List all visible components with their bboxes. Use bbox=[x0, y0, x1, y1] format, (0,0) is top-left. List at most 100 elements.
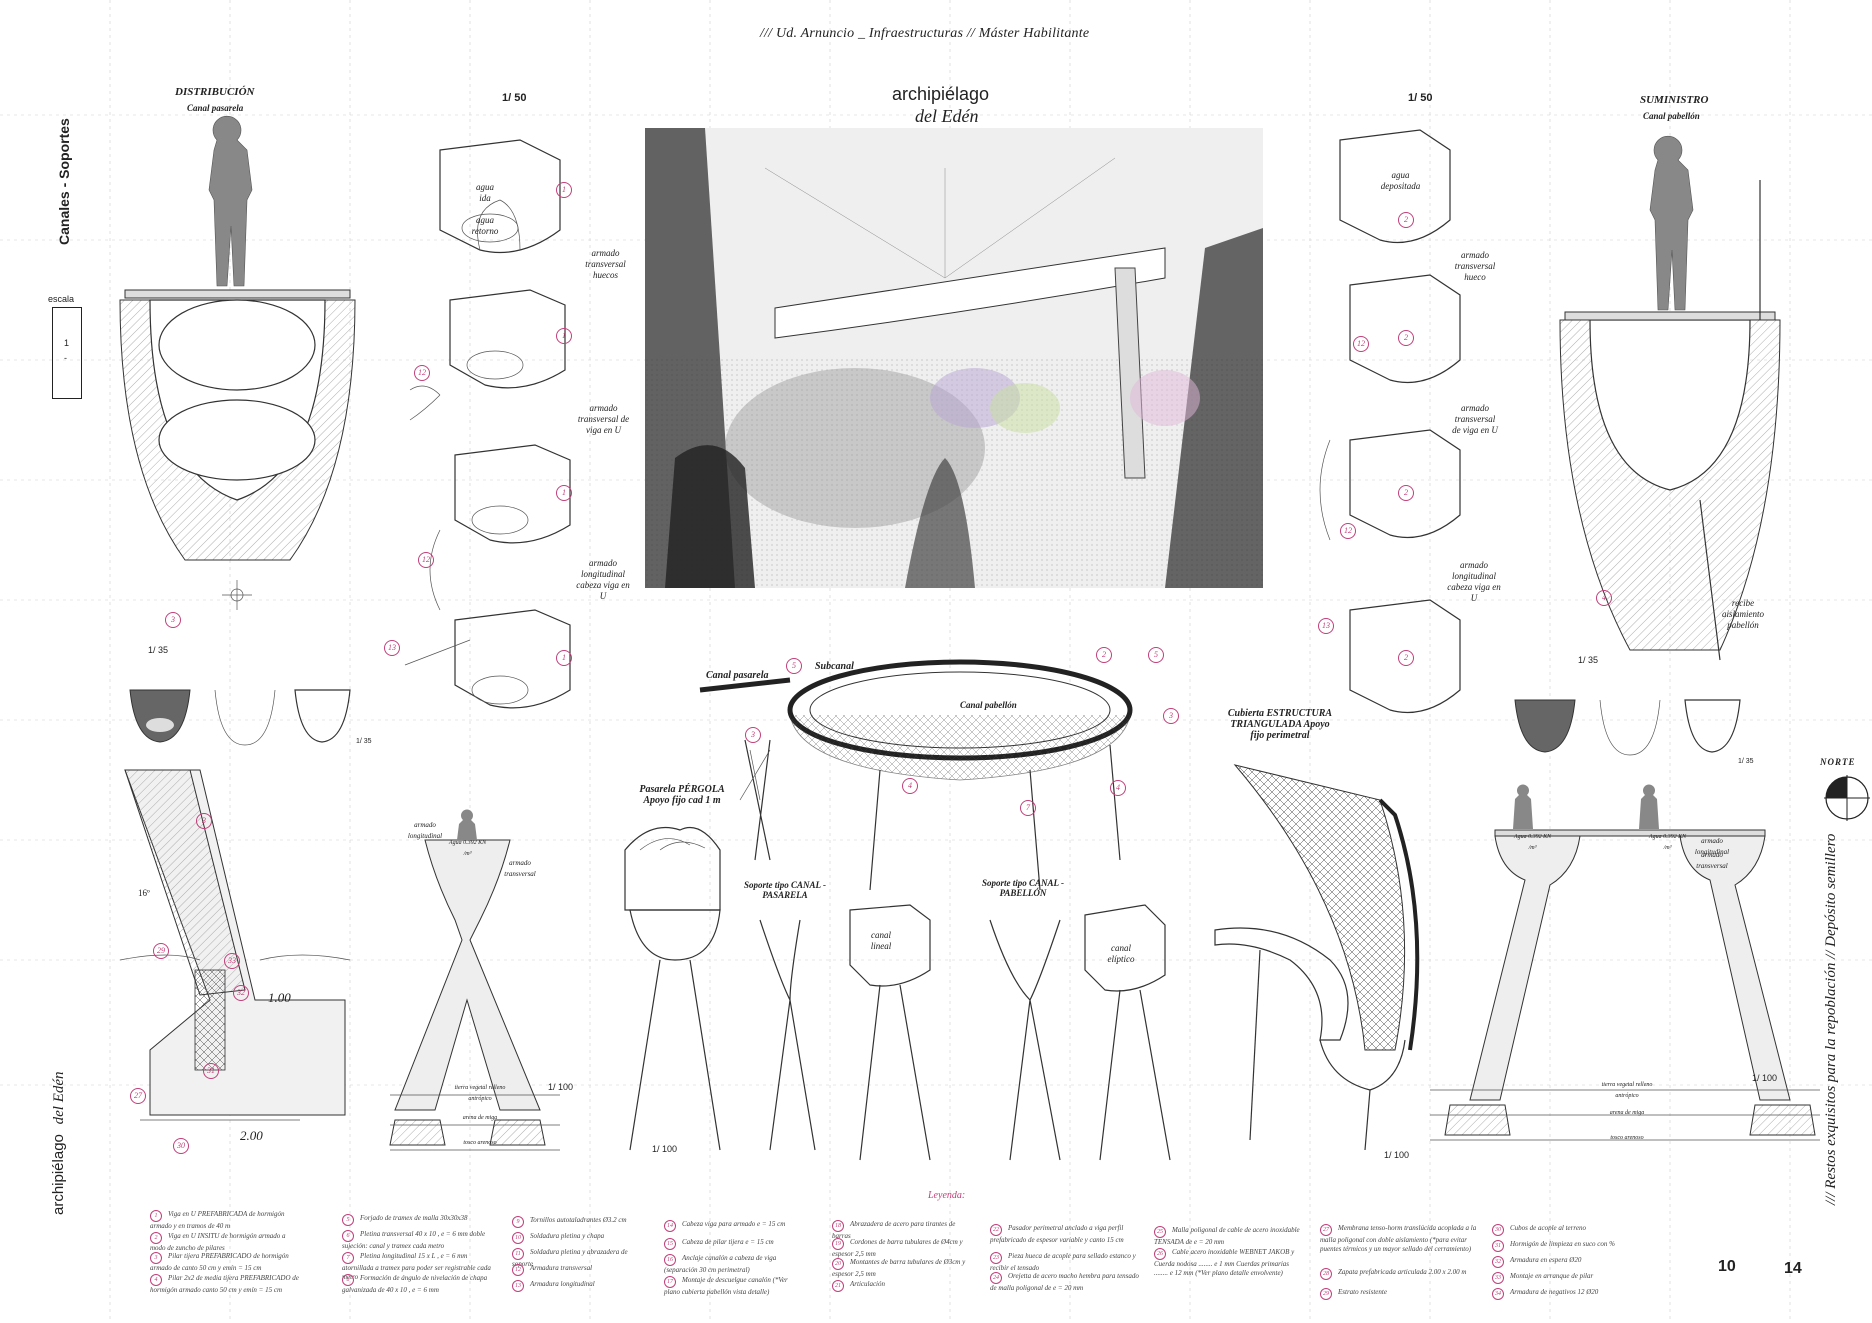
soporte-pabellon-title: Soporte tipo CANAL - PABELLÓN bbox=[982, 878, 1064, 898]
ref-marker: 29 bbox=[153, 943, 169, 959]
scale-label: escala bbox=[48, 294, 75, 304]
render-image bbox=[645, 128, 1263, 588]
ref-marker: 2 bbox=[1398, 330, 1414, 346]
ref-marker: 1 bbox=[556, 485, 572, 501]
detail-1-scale: 1/ 100 bbox=[548, 1082, 574, 1092]
pasarela-pergola-drawing bbox=[624, 826, 721, 1151]
vertical-brand: archipiélago del Edén bbox=[50, 1071, 68, 1215]
suministro-small-sections bbox=[1514, 699, 1741, 756]
ref-marker: 2 bbox=[1096, 647, 1112, 663]
detail-1-label-trans: armado transversal bbox=[504, 859, 536, 878]
detail-2-label-trans: armado transversal bbox=[1696, 851, 1728, 870]
canal-pabellon-drawing bbox=[699, 659, 1133, 891]
sheet-header: /// Ud. Arnuncio _ Infraestructuras // M… bbox=[760, 26, 1090, 41]
ref-marker: 5 bbox=[1148, 647, 1164, 663]
suministro-title: SUMINISTRO bbox=[1640, 94, 1709, 106]
ref-marker: 30 bbox=[173, 1138, 189, 1154]
armado-transversal-hueco-label: armado transversal hueco bbox=[1454, 250, 1496, 282]
ref-marker: 32 bbox=[233, 985, 249, 1001]
ref-marker: 3 bbox=[196, 813, 212, 829]
canal-pabellon-label: Canal pabellón bbox=[960, 700, 1017, 710]
legend-title: Leyenda: bbox=[928, 1190, 966, 1201]
ref-marker: 13 bbox=[1318, 618, 1334, 634]
subcanal-label: Subcanal bbox=[815, 661, 854, 672]
detail-2-label-long: armado longitudinal bbox=[1694, 837, 1730, 856]
foundation-dim-2: 2.00 bbox=[240, 1128, 263, 1143]
north-symbol bbox=[1824, 775, 1870, 821]
ref-marker: 33 bbox=[224, 953, 240, 969]
canal-eliptico-label: canal elíptico bbox=[1107, 943, 1135, 964]
detail-1-water: Agua 0.392 KN /m³ bbox=[448, 840, 487, 857]
page-number-right: 14 bbox=[1784, 1260, 1802, 1277]
center-scale-right: 1/ 100 bbox=[1384, 1150, 1410, 1160]
armado-transversal-viga-right-label: armado transversal de viga en U bbox=[1452, 403, 1498, 435]
detail-2-layer-1: tierra vegetal relleno antrópico bbox=[1601, 1082, 1653, 1099]
distribucion-small-sections bbox=[129, 689, 351, 746]
canal-lineal-label: canal lineal bbox=[870, 930, 892, 951]
armado-transversal-huecos-label: armado transversal huecos bbox=[585, 248, 626, 280]
left-column-scale: 1/ 50 bbox=[502, 92, 527, 104]
agua-depositada-label: agua depositada bbox=[1380, 170, 1421, 191]
project-subtitle: del Edén bbox=[915, 106, 979, 126]
agua-retorno-label: agua retorno bbox=[471, 215, 499, 236]
vertical-brand-title: archipiélago bbox=[50, 1134, 67, 1215]
detail-1-layer-3: tosco arenoso bbox=[463, 1140, 497, 1146]
ref-marker: 12 bbox=[414, 365, 430, 381]
scale-value: 1 bbox=[64, 338, 70, 348]
distribucion-title: DISTRIBUCIÓN bbox=[175, 86, 255, 98]
pilar-tijera-detail-drawing bbox=[389, 809, 560, 1151]
armado-longitudinal-cabeza-label: armado longitudinal cabeza viga en U bbox=[576, 558, 630, 601]
detail-2-layer-3: tosco arenoso bbox=[1610, 1135, 1644, 1141]
ref-marker: 13 bbox=[384, 640, 400, 656]
ref-marker: 12 bbox=[1340, 523, 1356, 539]
foundation-detail-drawing bbox=[119, 769, 351, 1121]
ref-marker: 1 bbox=[556, 182, 572, 198]
ref-marker: 1 bbox=[556, 328, 572, 344]
distribucion-subtitle: Canal pasarela bbox=[187, 103, 244, 113]
ref-marker: 2 bbox=[1398, 212, 1414, 228]
suministro-scale: 1/ 35 bbox=[1578, 655, 1599, 665]
ref-marker: 31 bbox=[203, 1063, 219, 1079]
ref-marker: 4 bbox=[1110, 780, 1126, 796]
detail-1-label-long: armado longitudinal bbox=[407, 821, 443, 840]
ref-marker: 12 bbox=[418, 552, 434, 568]
render-illustration bbox=[645, 128, 1263, 588]
armado-longitudinal-cabeza-right-label: armado longitudinal cabeza viga en U bbox=[1447, 560, 1501, 603]
pasarela-pergola-title: Pasarela PÉRGOLA Apoyo fijo cad 1 m bbox=[639, 784, 725, 806]
ref-marker: 2 bbox=[1398, 650, 1414, 666]
detail-2-layer-2: arena de miga bbox=[1609, 1110, 1645, 1116]
ref-marker: 5 bbox=[786, 658, 802, 674]
ref-marker: 2 bbox=[1398, 485, 1414, 501]
right-vertical-title: /// Restos exquisitos para la repoblació… bbox=[1823, 833, 1839, 1205]
detail-1-layer-2: arena de miga bbox=[462, 1115, 498, 1121]
ref-marker: 1 bbox=[556, 650, 572, 666]
soporte-canal-pabellon-drawing bbox=[989, 904, 1171, 1161]
vertical-brand-subtitle: del Edén bbox=[51, 1071, 67, 1125]
